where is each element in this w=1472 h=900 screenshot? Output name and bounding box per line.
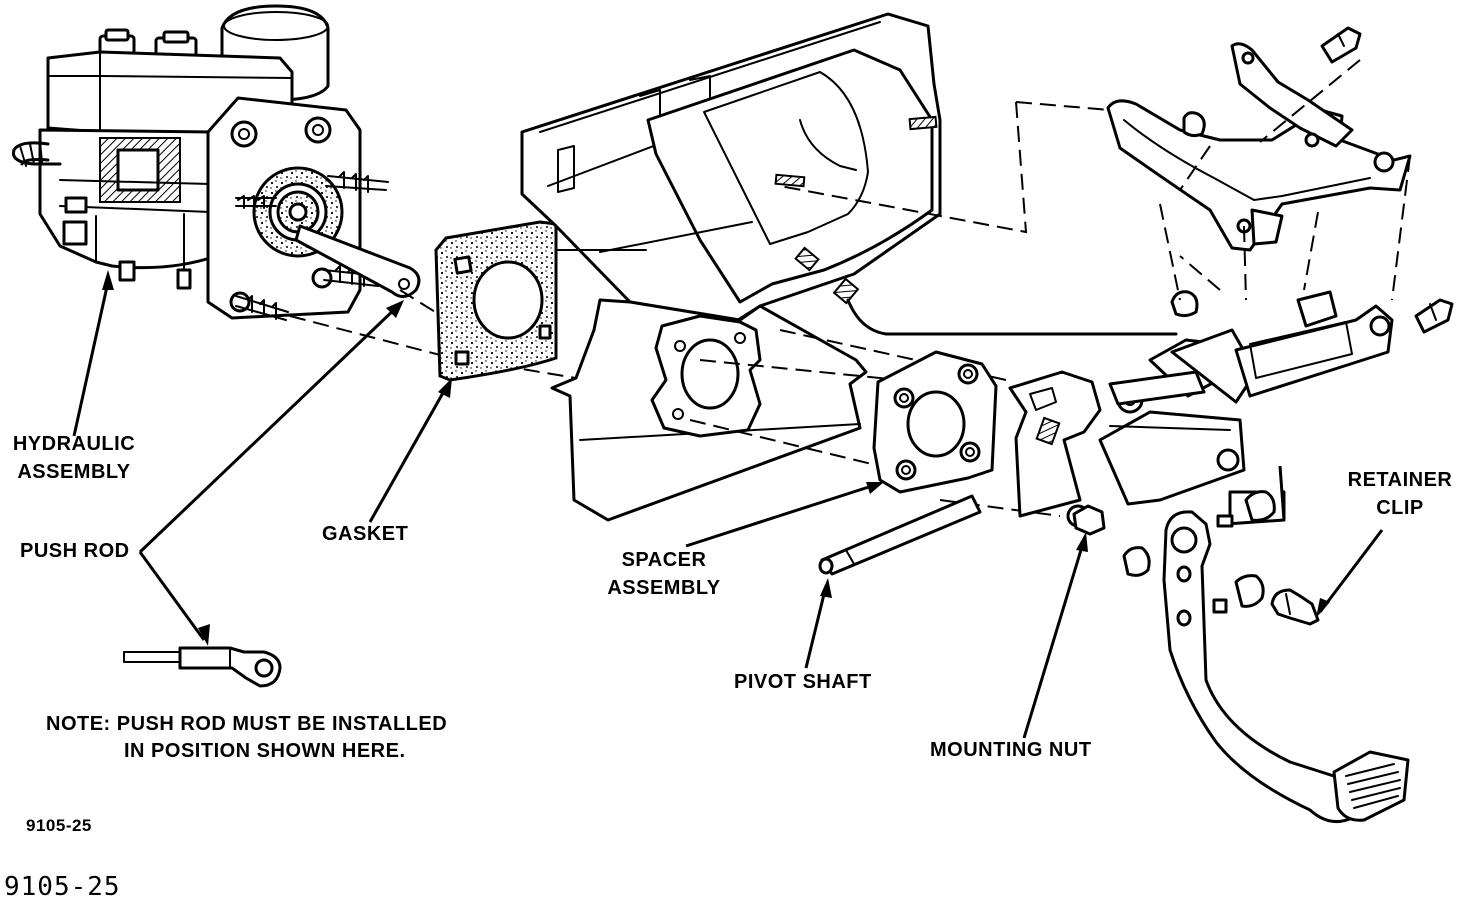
label-gasket: GASKET bbox=[322, 523, 409, 545]
pivot-shaft-icon bbox=[818, 494, 982, 576]
firewall-icon bbox=[520, 12, 942, 522]
label-retainer-line1: RETAINER bbox=[1347, 469, 1453, 491]
pedal-bracket-icon bbox=[1008, 290, 1394, 526]
bolt-icon bbox=[1414, 298, 1454, 334]
label-push-rod: PUSH ROD bbox=[20, 540, 130, 562]
leader-lines bbox=[72, 270, 1384, 739]
label-hydraulic-line2: ASSEMBLY bbox=[17, 461, 131, 483]
upper-bracket-icon bbox=[1106, 26, 1412, 252]
label-retainer-clip: RETAINER CLIP bbox=[1340, 466, 1460, 522]
retainer-clip-icon bbox=[1270, 588, 1320, 626]
label-mounting-nut: MOUNTING NUT bbox=[930, 739, 1092, 761]
label-retainer-line2: CLIP bbox=[1376, 497, 1424, 519]
label-hydraulic-assembly: HYDRAULIC ASSEMBLY bbox=[2, 430, 146, 486]
note-line-2: IN POSITION SHOWN HERE. bbox=[124, 740, 406, 762]
label-spacer-line2: ASSEMBLY bbox=[607, 577, 721, 599]
figure-code-large: 9105-25 bbox=[4, 872, 121, 900]
label-hydraulic-line1: HYDRAULIC bbox=[12, 433, 136, 455]
label-pivot-shaft: PIVOT SHAFT bbox=[734, 671, 872, 693]
push-rod-detail-icon bbox=[123, 646, 282, 688]
gasket-icon bbox=[434, 220, 558, 382]
note-line-1: NOTE: PUSH ROD MUST BE INSTALLED bbox=[46, 713, 448, 735]
label-spacer-assembly: SPACER ASSEMBLY bbox=[598, 546, 730, 602]
hydraulic-assembly-icon bbox=[11, 4, 389, 321]
figure-code-small: 9105-25 bbox=[26, 816, 92, 835]
label-spacer-line1: SPACER bbox=[621, 549, 707, 571]
spacer-icon bbox=[872, 350, 998, 494]
brake-pedal-icon bbox=[1066, 490, 1410, 824]
push-rod-icon bbox=[294, 224, 421, 298]
mounting-nut-icon bbox=[1072, 504, 1106, 536]
